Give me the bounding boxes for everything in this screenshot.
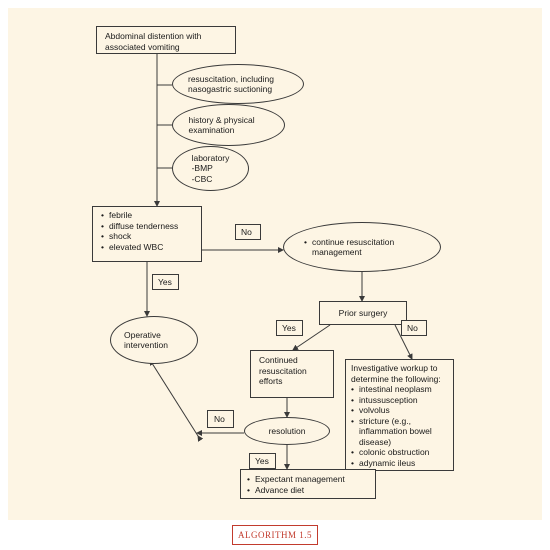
criteria-box: febrile diffuse tenderness shock elevate… [92, 206, 202, 262]
label-yes-2: Yes [276, 320, 303, 336]
criteria-item: diffuse tenderness [101, 221, 195, 232]
continue-text: continue resuscitation management [304, 237, 422, 258]
workup-list: intestinal neoplasm intussusception volv… [351, 384, 448, 468]
laboratory-content: laboratory -BMP -CBC [192, 153, 230, 185]
arrow-prior-to-workup [394, 324, 413, 360]
continue-resuscitation-ellipse: continue resuscitation management [283, 222, 441, 272]
criteria-item: shock [101, 231, 195, 242]
label-yes-1: Yes [152, 274, 179, 290]
label-yes-3: Yes [249, 453, 276, 469]
algorithm-caption: ALGORITHM 1.5 [232, 525, 318, 545]
expectant-item: Advance diet [247, 485, 369, 496]
operative-text: Operative intervention [124, 329, 168, 351]
laboratory-item-bmp: -BMP [191, 163, 213, 174]
prior-surgery-box: Prior surgery [319, 301, 407, 325]
start-text: Abdominal distention with associated vom… [105, 31, 202, 52]
label-no-3: No [207, 410, 234, 428]
criteria-list: febrile diffuse tenderness shock elevate… [99, 210, 195, 252]
prior-surgery-text: Prior surgery [338, 308, 388, 318]
expectant-management-box: Expectant management Advance diet [240, 469, 376, 499]
resuscitation-ellipse: resuscitation, including nasogastric suc… [172, 64, 304, 104]
arrow-prior-to-continued [292, 324, 331, 351]
arrow-diagonal-to-operative [149, 359, 204, 442]
laboratory-ellipse: laboratory -BMP -CBC [172, 146, 249, 191]
label-no-2: No [401, 320, 427, 336]
laboratory-item-cbc: -CBC [191, 173, 213, 184]
expectant-item: Expectant management [247, 474, 369, 485]
workup-item: colonic obstruction [351, 447, 448, 458]
workup-box: Investigative workup to determine the fo… [345, 359, 454, 471]
workup-item: adynamic ileus [351, 458, 448, 469]
continued-efforts-box: Continued resuscitation efforts [250, 350, 334, 398]
resolution-text: resolution [268, 425, 306, 436]
label-no-1: No [235, 224, 261, 240]
workup-item: intussusception [351, 395, 448, 406]
resolution-ellipse: resolution [244, 417, 330, 445]
resuscitation-text: resuscitation, including nasogastric suc… [188, 73, 274, 95]
start-box: Abdominal distention with associated vom… [96, 26, 236, 54]
continue-list: continue resuscitation management [302, 237, 422, 258]
operative-intervention-ellipse: Operative intervention [110, 316, 198, 364]
history-ellipse: history & physical examination [172, 104, 285, 146]
history-text: history & physical examination [188, 114, 255, 136]
continued-efforts-text: Continued resuscitation efforts [259, 355, 307, 386]
expectant-list: Expectant management Advance diet [247, 474, 369, 495]
criteria-item: elevated WBC [101, 242, 195, 253]
workup-item: intestinal neoplasm [351, 384, 448, 395]
laboratory-title: laboratory [191, 152, 230, 163]
criteria-item: febrile [101, 210, 195, 221]
workup-title: Investigative workup to determine the fo… [351, 363, 441, 384]
workup-item: volvolus [351, 405, 448, 416]
workup-item: stricture (e.g., inflammation bowel dise… [351, 416, 448, 448]
